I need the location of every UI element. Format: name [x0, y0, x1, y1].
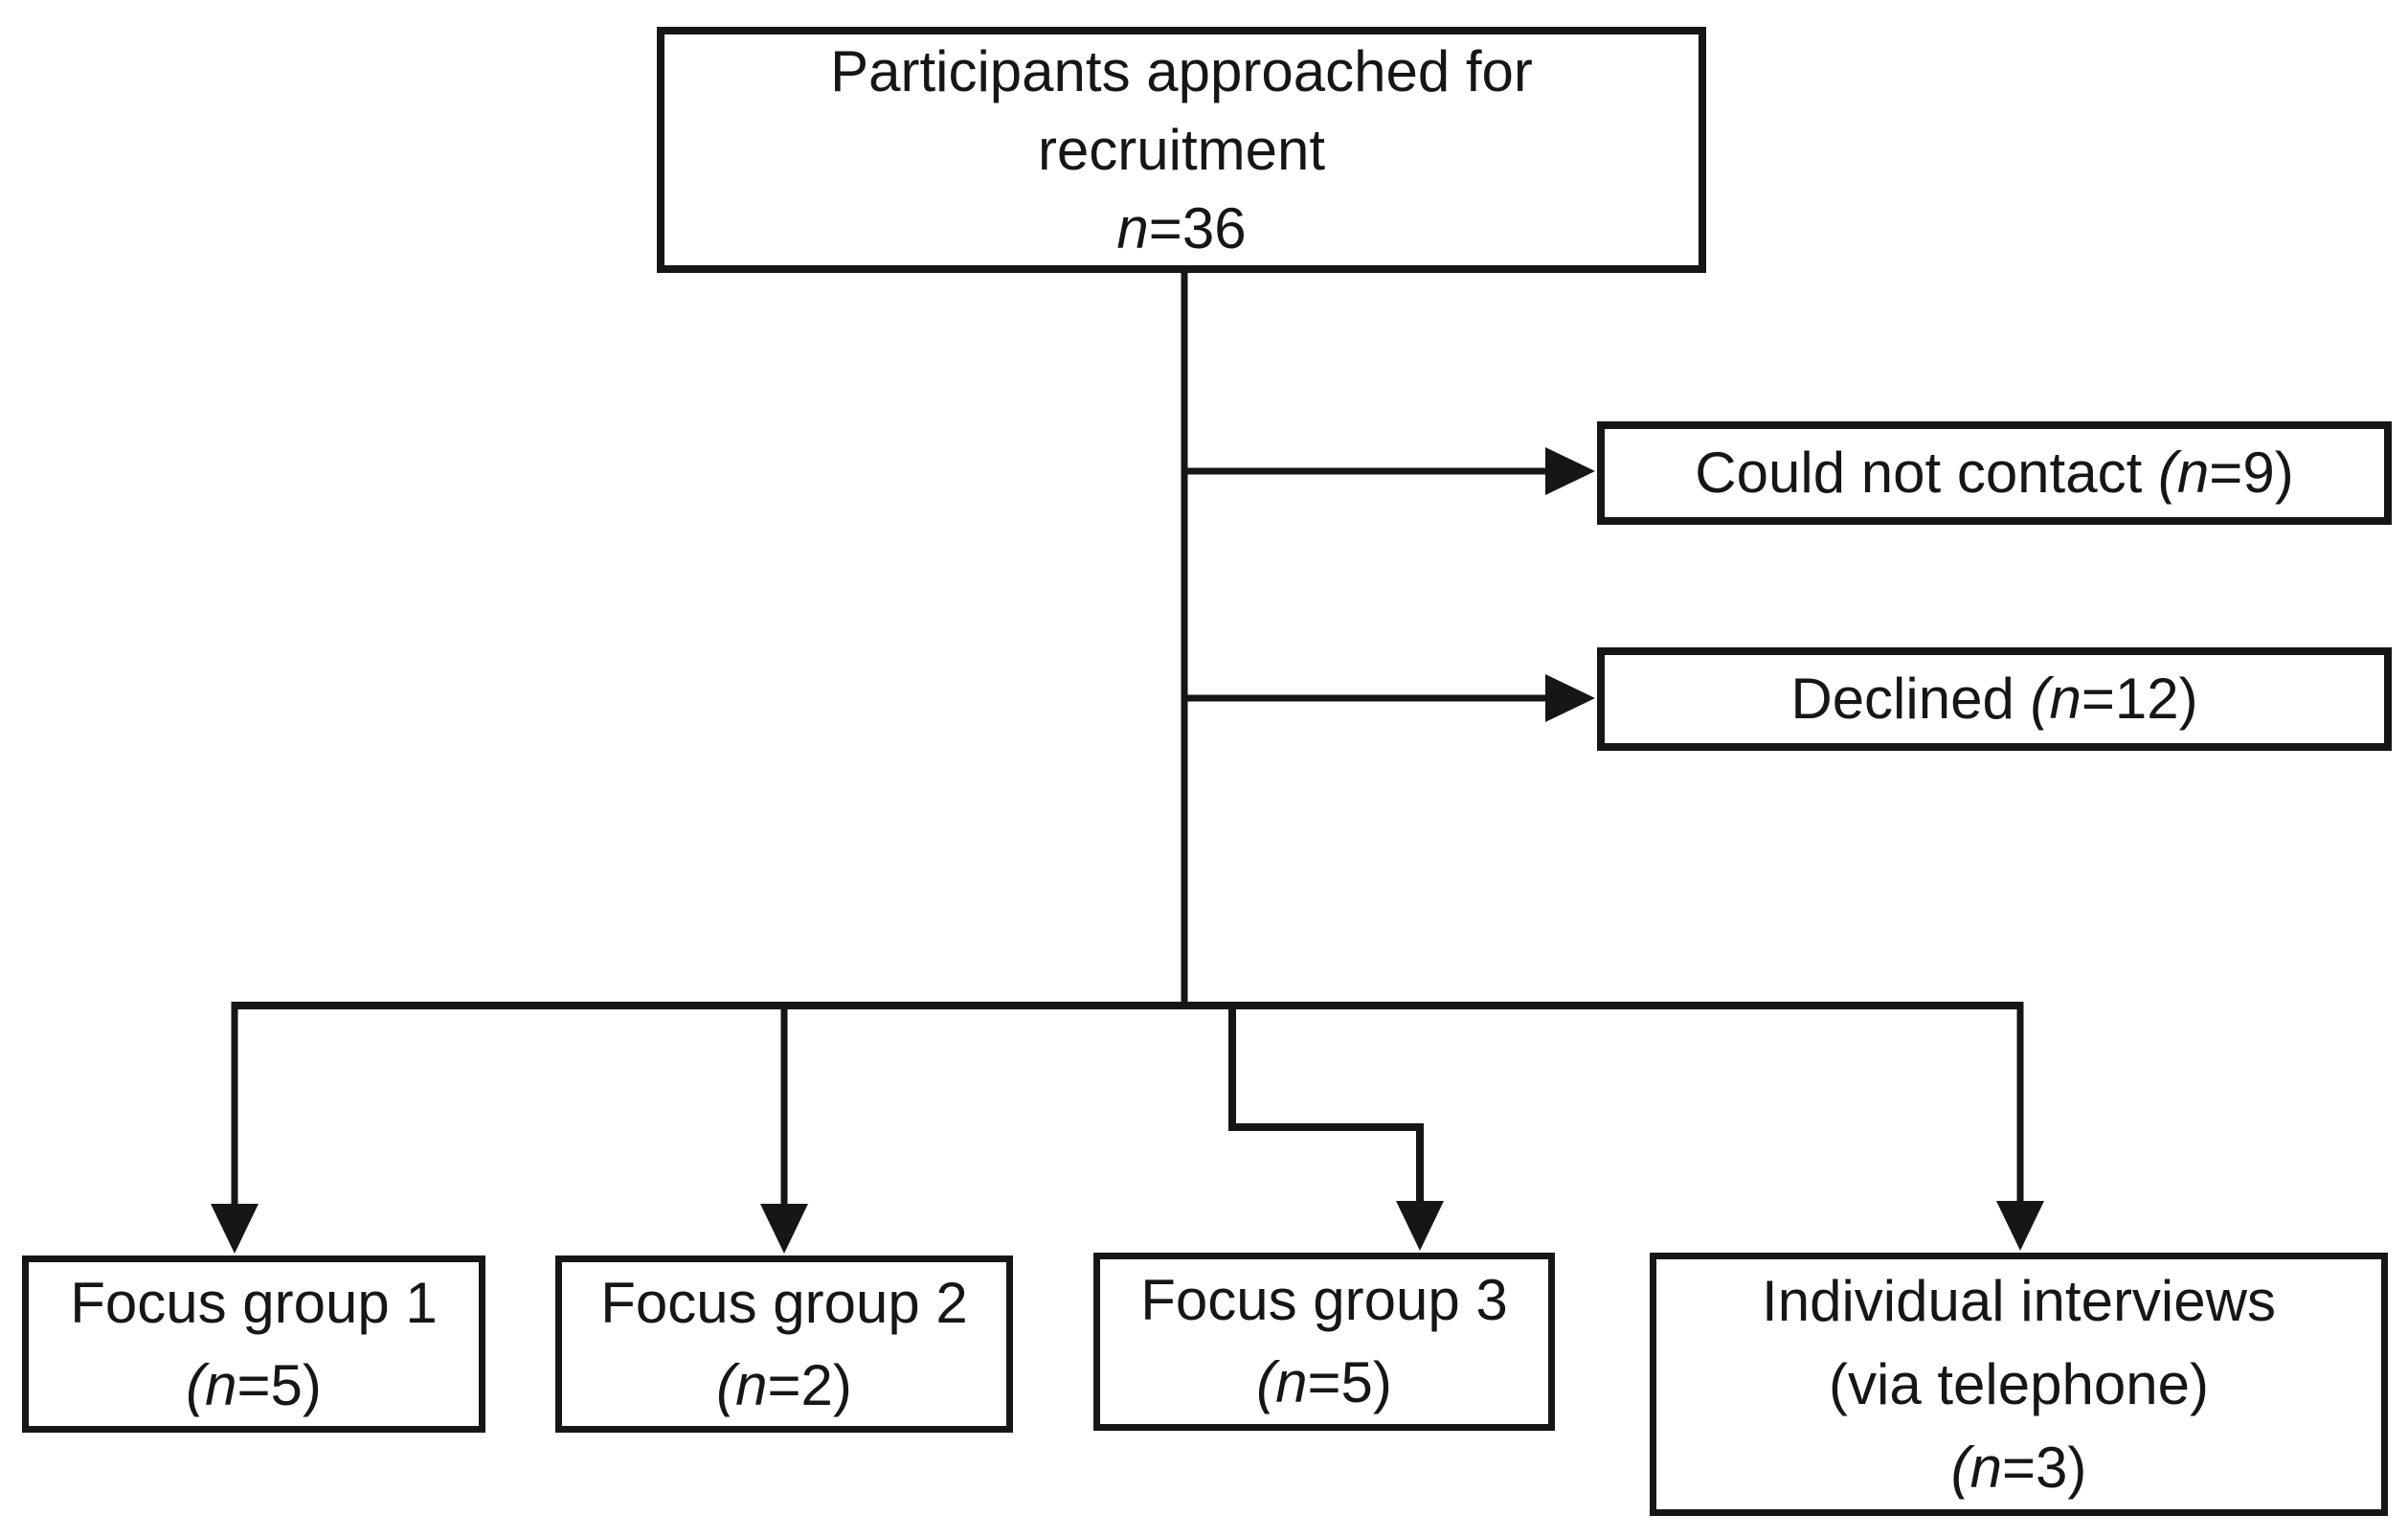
n-value: =9): [2209, 441, 2294, 505]
n-value: =12): [2081, 667, 2198, 731]
node-label-text: Declined: [1790, 667, 2014, 731]
n-value: =36: [1148, 195, 1247, 260]
n-symbol: (n: [186, 1352, 237, 1417]
n-symbol: (n: [2157, 441, 2210, 505]
node-label: recruitment: [1037, 117, 1326, 182]
n-symbol: (n: [1256, 1350, 1308, 1414]
arrowhead-declined-icon: [1545, 674, 1595, 722]
node-label: Focus group 3: [1140, 1268, 1508, 1332]
node-declined: Declined (n=12): [1597, 647, 2392, 751]
arrowhead-focus-group-3-icon: [1396, 1201, 1444, 1251]
edge-to-focus-group-3: [1228, 1002, 1424, 1202]
node-count: n=36: [1116, 190, 1246, 268]
node-focus-group-1: Focus group 1 (n=5): [22, 1255, 485, 1433]
node-label: Individual interviews: [1762, 1269, 2276, 1333]
node-count: (n=3): [1951, 1426, 2087, 1509]
n-value: =2): [767, 1352, 852, 1417]
node-sublabel: (via telephone): [1829, 1352, 2209, 1416]
n-symbol: (n: [1950, 1436, 2002, 1500]
arrowhead-individual-interviews-icon: [1996, 1201, 2044, 1251]
node-label: Participants approached for: [830, 38, 1533, 103]
node-count: (n=5): [1256, 1342, 1392, 1424]
node-label: Declined (n=12): [1790, 660, 2197, 738]
node-could-not-contact: Could not contact (n=9): [1597, 421, 2392, 525]
arrowhead-could-not-contact-icon: [1545, 447, 1595, 495]
node-count: (n=5): [186, 1345, 322, 1427]
node-label: Focus group 2: [600, 1270, 968, 1335]
arrowhead-focus-group-2-icon: [760, 1204, 808, 1254]
n-symbol: (n: [716, 1352, 768, 1417]
node-participants-approached: Participants approached for recruitment …: [657, 27, 1706, 273]
node-label-text: Could not contact: [1695, 441, 2143, 505]
n-value: =5): [236, 1352, 322, 1417]
node-count: (n=2): [716, 1345, 852, 1427]
arrowhead-focus-group-1-icon: [211, 1204, 259, 1254]
n-symbol: (n: [2030, 667, 2082, 731]
node-individual-interviews: Individual interviews (via telephone) (n…: [1650, 1253, 2388, 1516]
n-symbol: n: [1116, 195, 1149, 260]
n-value: =5): [1307, 1350, 1392, 1414]
node-focus-group-2: Focus group 2 (n=2): [555, 1255, 1013, 1433]
node-label: Focus group 1: [70, 1270, 438, 1335]
n-value: =3): [2001, 1436, 2087, 1500]
node-focus-group-3: Focus group 3 (n=5): [1093, 1253, 1555, 1431]
node-label: Could not contact (n=9): [1695, 434, 2293, 512]
